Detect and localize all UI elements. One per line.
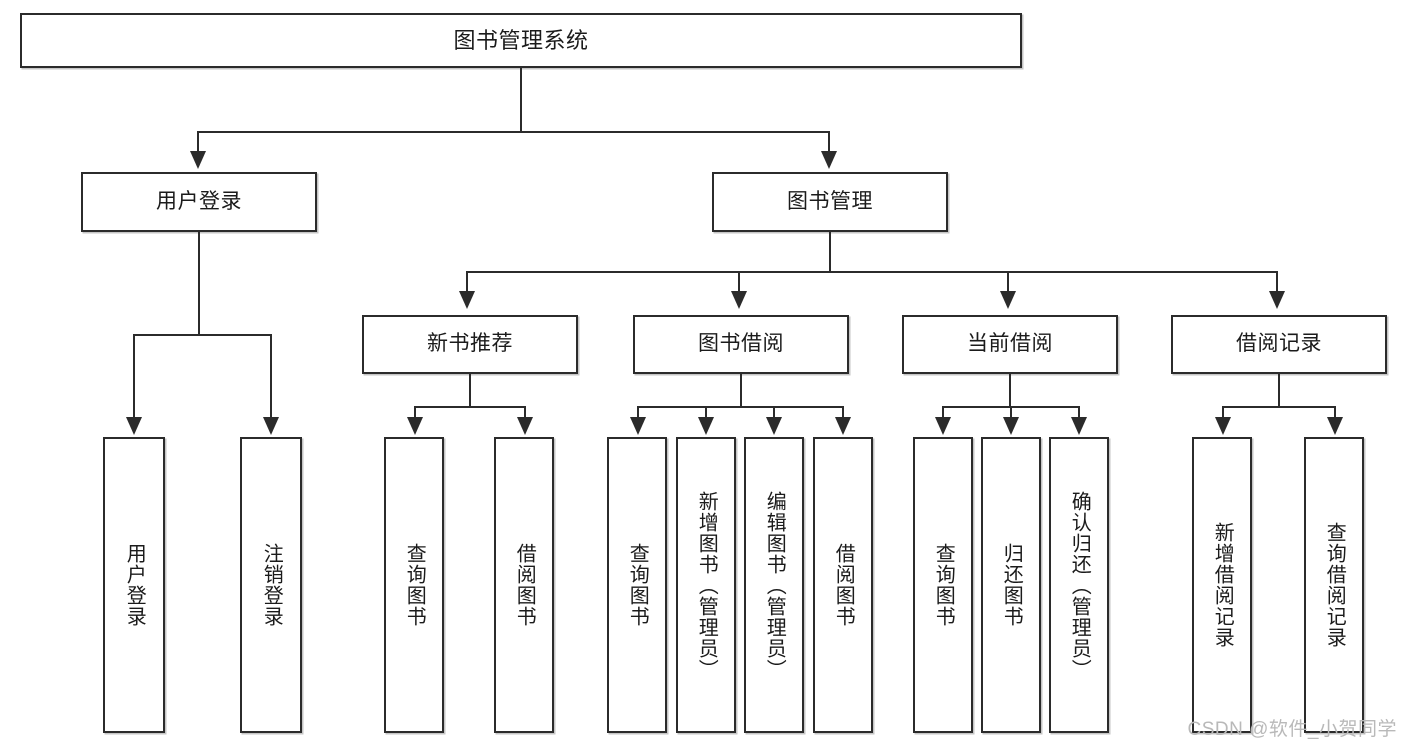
arrowhead-to-leaf-query-book-2: [630, 417, 646, 435]
connector-level2-drop-2: [738, 271, 740, 293]
node-label: 新增借阅记录: [1211, 522, 1234, 648]
connector-level1-bus: [197, 131, 830, 133]
node-leaf-borrow-book-2[interactable]: 借阅图书: [813, 437, 873, 733]
node-leaf-logout-login[interactable]: 注销登录: [240, 437, 302, 733]
connector-user-login-leaf1-drop: [133, 334, 135, 419]
node-borrow-record[interactable]: 借阅记录: [1171, 315, 1387, 374]
node-label: 借阅图书: [832, 543, 855, 627]
connector-level2-drop-1: [466, 271, 468, 293]
connector-current-borrow-stem: [1009, 374, 1011, 407]
node-leaf-add-record[interactable]: 新增借阅记录: [1192, 437, 1252, 733]
connector-bb-leaf2-drop: [705, 406, 707, 419]
arrowhead-to-user-login: [190, 151, 206, 169]
node-label: 确认归还（管理员）: [1068, 490, 1091, 680]
node-book-borrow[interactable]: 图书借阅: [633, 315, 849, 374]
arrowhead-to-leaf-query-book-3: [935, 417, 951, 435]
arrowhead-to-leaf-edit-book: [766, 417, 782, 435]
node-label: 用户登录: [123, 543, 146, 627]
arrowhead-to-leaf-borrow-book-1: [517, 417, 533, 435]
connector-level2-bus: [466, 271, 1278, 273]
node-label: 查询图书: [403, 543, 426, 627]
node-leaf-query-book-3[interactable]: 查询图书: [913, 437, 973, 733]
arrowhead-to-leaf-query-book-1: [407, 417, 423, 435]
node-label: 当前借阅: [967, 332, 1053, 356]
connector-level1-right-drop: [828, 131, 830, 153]
connector-user-login-stem: [198, 232, 200, 335]
node-leaf-add-book[interactable]: 新增图书（管理员）: [676, 437, 736, 733]
node-leaf-query-book-1[interactable]: 查询图书: [384, 437, 444, 733]
node-label: 归还图书: [1000, 543, 1023, 627]
connector-user-login-bus: [133, 334, 272, 336]
connector-new-book-recommend-bus: [414, 406, 526, 408]
connector-user-login-leaf2-drop: [270, 334, 272, 419]
connector-cb-leaf2-drop: [1010, 406, 1012, 419]
connector-cb-leaf1-drop: [942, 406, 944, 419]
node-leaf-return-book[interactable]: 归还图书: [981, 437, 1041, 733]
node-current-borrow[interactable]: 当前借阅: [902, 315, 1118, 374]
node-leaf-confirm-return[interactable]: 确认归还（管理员）: [1049, 437, 1109, 733]
connector-nbr-leaf1-drop: [414, 406, 416, 419]
connector-nbr-leaf2-drop: [524, 406, 526, 419]
node-leaf-borrow-book-1[interactable]: 借阅图书: [494, 437, 554, 733]
connector-borrow-record-bus: [1222, 406, 1336, 408]
node-label: 新书推荐: [427, 332, 513, 356]
connector-bb-leaf4-drop: [842, 406, 844, 419]
node-user-login[interactable]: 用户登录: [81, 172, 317, 232]
arrowhead-to-borrow-record: [1269, 291, 1285, 309]
connector-bb-leaf1-drop: [637, 406, 639, 419]
arrowhead-to-leaf-add-record: [1215, 417, 1231, 435]
arrowhead-to-leaf-return-book: [1003, 417, 1019, 435]
arrowhead-to-new-book-recommend: [459, 291, 475, 309]
connector-book-borrow-bus: [637, 406, 844, 408]
node-label: 查询借阅记录: [1323, 522, 1346, 648]
node-label: 借阅记录: [1236, 332, 1322, 356]
node-label: 编辑图书（管理员）: [763, 490, 786, 680]
node-label: 查询图书: [626, 543, 649, 627]
watermark-csdn: CSDN @软件_小贺同学: [1187, 719, 1397, 740]
arrowhead-to-leaf-user-login: [126, 417, 142, 435]
connector-br-leaf1-drop: [1222, 406, 1224, 419]
node-label: 图书借阅: [698, 332, 784, 356]
node-label: 用户登录: [156, 189, 242, 213]
connector-level1-left-drop: [197, 131, 199, 153]
connector-bb-leaf3-drop: [773, 406, 775, 419]
node-book-management[interactable]: 图书管理: [712, 172, 948, 232]
arrowhead-to-leaf-logout-login: [263, 417, 279, 435]
node-leaf-query-book-2[interactable]: 查询图书: [607, 437, 667, 733]
connector-book-borrow-stem: [740, 374, 742, 407]
node-leaf-query-record[interactable]: 查询借阅记录: [1304, 437, 1364, 733]
connector-br-leaf2-drop: [1334, 406, 1336, 419]
arrowhead-to-leaf-query-record: [1327, 417, 1343, 435]
connector-cb-leaf3-drop: [1078, 406, 1080, 419]
arrowhead-to-leaf-confirm-return: [1071, 417, 1087, 435]
arrowhead-to-leaf-add-book: [698, 417, 714, 435]
arrowhead-to-book-management: [821, 151, 837, 169]
node-root-book-management-system[interactable]: 图书管理系统: [20, 13, 1022, 68]
node-label: 查询图书: [932, 543, 955, 627]
node-label: 图书管理: [787, 189, 873, 213]
node-new-book-recommend[interactable]: 新书推荐: [362, 315, 578, 374]
connector-level2-drop-3: [1007, 271, 1009, 293]
connector-level2-drop-4: [1276, 271, 1278, 293]
connector-borrow-record-stem: [1278, 374, 1280, 407]
connector-book-management-stem: [829, 232, 831, 272]
node-leaf-user-login[interactable]: 用户登录: [103, 437, 165, 733]
arrowhead-to-book-borrow: [731, 291, 747, 309]
arrowhead-to-current-borrow: [1000, 291, 1016, 309]
connector-root-stem: [520, 68, 522, 132]
node-leaf-edit-book[interactable]: 编辑图书（管理员）: [744, 437, 804, 733]
connector-new-book-recommend-stem: [469, 374, 471, 407]
node-label: 图书管理系统: [453, 27, 589, 53]
arrowhead-to-leaf-borrow-book-2: [835, 417, 851, 435]
node-label: 注销登录: [260, 543, 283, 627]
node-label: 借阅图书: [513, 543, 536, 627]
node-label: 新增图书（管理员）: [695, 490, 718, 680]
